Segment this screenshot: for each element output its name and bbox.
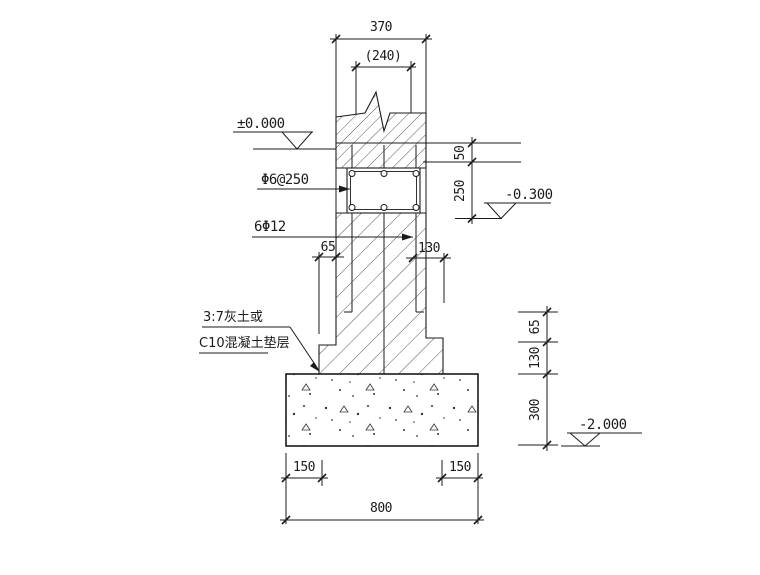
rebar-dot <box>348 170 356 177</box>
rebar-dot <box>348 204 356 211</box>
leader-arrow <box>310 362 320 372</box>
masonry-upper-band <box>335 90 427 169</box>
dim-bottom: 150 150 800 <box>280 453 484 525</box>
dim-step-right: 130 <box>406 241 451 303</box>
level-symbol-beam-bottom: -0.300 <box>484 187 553 220</box>
rebar-dot <box>380 170 388 177</box>
note-line1: 3:7灰土或 <box>203 310 263 325</box>
dim-50-label: 50 <box>453 146 468 161</box>
bedding-note: 3:7灰土或 C10混凝土垫层 <box>199 310 320 372</box>
level-symbol-ground: ±0.000 <box>233 116 336 150</box>
dim-wall-total: 370 <box>330 20 432 44</box>
rebar-dot <box>412 170 420 177</box>
dim-150-right-label: 150 <box>449 460 471 475</box>
dim-130-right-label: 130 <box>418 241 440 256</box>
dim-65-left-label: 65 <box>321 240 336 255</box>
note-line2: C10混凝土垫层 <box>199 335 290 351</box>
dim-chain-footing: 65 130 300 <box>518 306 558 451</box>
rebar-dot <box>412 204 420 211</box>
dim-step-left: 65 <box>312 240 344 334</box>
rebar-dot <box>380 204 388 211</box>
dim-chain-beam: 50 250 <box>453 137 502 224</box>
level-symbol-foundation-bottom: -2.000 <box>561 417 642 447</box>
level-beam-bottom-label: -0.300 <box>505 187 553 203</box>
dim-800-label: 800 <box>370 501 392 516</box>
level-ground-label: ±0.000 <box>237 116 285 132</box>
stirrup-callout: Φ6@250 <box>257 172 350 193</box>
dim-130-height-label: 130 <box>528 347 543 369</box>
masonry-lower-wall <box>318 212 444 375</box>
dim-150-left-label: 150 <box>293 460 315 475</box>
rebar-stirrup-label: Φ6@250 <box>261 172 309 188</box>
upper-wall-lines <box>335 34 427 117</box>
rebar-main-label: 6Φ12 <box>254 219 286 235</box>
dim-370-label: 370 <box>370 20 392 35</box>
dim-240-label: (240) <box>365 49 402 64</box>
dim-250-label: 250 <box>453 180 468 202</box>
footing-bedding <box>285 373 479 447</box>
level-foundation-bottom-label: -2.000 <box>579 417 627 433</box>
dim-300-label: 300 <box>528 399 543 421</box>
dim-65-right-label: 65 <box>528 320 543 335</box>
dim-wall-upper: (240) <box>351 49 416 72</box>
